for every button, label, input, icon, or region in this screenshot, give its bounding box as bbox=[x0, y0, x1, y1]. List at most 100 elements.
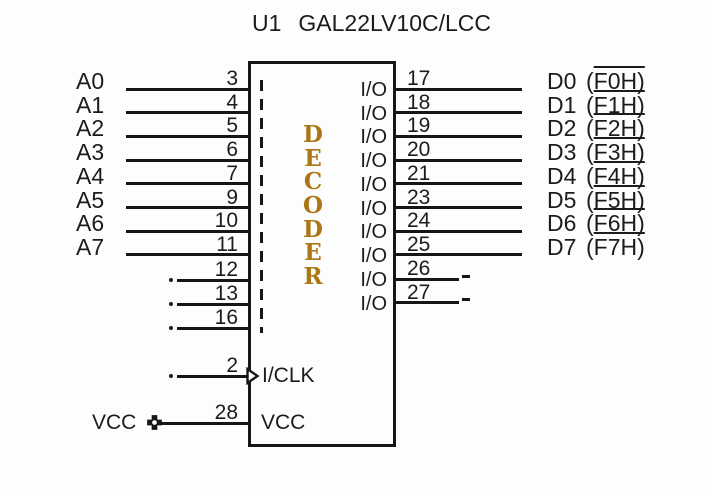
pin-number: 3 bbox=[226, 67, 238, 90]
io-port-label: I/O bbox=[360, 150, 387, 173]
chip-title: U1 GAL22LV10C/LCC bbox=[252, 11, 491, 35]
pin-number: 18 bbox=[407, 90, 431, 114]
pin-number: 10 bbox=[214, 209, 238, 233]
pin-number: 11 bbox=[216, 232, 238, 256]
output-address-label: (F2H) bbox=[586, 115, 645, 142]
output-label: D6 bbox=[547, 210, 577, 237]
decoder-letter: D bbox=[303, 215, 323, 243]
decoder-letter: E bbox=[304, 239, 322, 267]
output-address-label: (F6H) bbox=[586, 210, 645, 237]
output-pin-wire bbox=[396, 253, 522, 257]
reference-designator: U1 bbox=[252, 10, 282, 36]
address-input-label: A4 bbox=[76, 162, 105, 189]
no-connect-dot bbox=[168, 326, 173, 330]
pin-number: 24 bbox=[407, 209, 431, 233]
output-label: D7 bbox=[547, 233, 577, 260]
io-port-label: I/O bbox=[360, 79, 387, 101]
pin-number: 12 bbox=[214, 258, 238, 281]
io-port-label: I/O bbox=[360, 126, 387, 149]
vcc-net-label: VCC bbox=[92, 411, 137, 434]
input-pin-wire bbox=[126, 229, 248, 233]
pin-number: 7 bbox=[226, 161, 238, 185]
address-input-label: A2 bbox=[76, 115, 105, 142]
address-input-label: A5 bbox=[76, 186, 105, 213]
output-pin-wire bbox=[396, 87, 522, 91]
io-port-label: I/O bbox=[360, 244, 387, 267]
io-port-label: I/O bbox=[360, 173, 387, 196]
pin-number: 19 bbox=[407, 114, 431, 138]
no-connect-dot bbox=[168, 374, 173, 378]
clock-pin-wire bbox=[177, 374, 248, 378]
output-label: D1 bbox=[547, 91, 577, 118]
input-pin-wire bbox=[177, 326, 248, 330]
output-pin-wire bbox=[396, 277, 459, 281]
vcc-power-icon bbox=[147, 415, 162, 430]
output-pin-wire bbox=[396, 301, 459, 305]
output-pin-wire bbox=[396, 182, 522, 186]
output-pin-wire bbox=[396, 111, 522, 115]
vcc-port-label: VCC bbox=[261, 411, 306, 434]
decoder-letter: R bbox=[303, 263, 323, 291]
output-pin-wire bbox=[396, 229, 522, 233]
pin-number: 26 bbox=[407, 257, 431, 280]
pin-number: 5 bbox=[226, 114, 238, 138]
output-label: D3 bbox=[547, 139, 577, 166]
active-low-overline: F7H) bbox=[593, 233, 645, 260]
output-address-label: (F1H) bbox=[586, 91, 645, 118]
address-input-label: A3 bbox=[76, 139, 105, 166]
io-port-label: I/O bbox=[360, 221, 387, 244]
input-pin-wire bbox=[177, 278, 248, 282]
active-low-overline: F6H) bbox=[593, 210, 645, 237]
input-pin-wire bbox=[126, 206, 248, 209]
no-connect-dot bbox=[168, 302, 173, 306]
input-pin-wire bbox=[126, 158, 248, 162]
input-pin-wire bbox=[126, 111, 248, 115]
pin-number: 6 bbox=[226, 138, 238, 162]
output-address-label: (F0H) bbox=[586, 68, 645, 94]
part-number: GAL22LV10C/LCC bbox=[298, 10, 492, 36]
internal-input-dashed-line bbox=[260, 80, 263, 333]
pin-number: 21 bbox=[407, 161, 431, 185]
pin-number: 23 bbox=[407, 185, 431, 209]
input-pin-wire bbox=[126, 87, 248, 91]
address-input-label: A1 bbox=[76, 91, 105, 118]
no-connect-dash bbox=[462, 298, 470, 302]
output-address-label: (F3H) bbox=[586, 139, 645, 166]
pin-number: 27 bbox=[407, 280, 431, 304]
pin-number: 4 bbox=[226, 90, 238, 114]
address-input-label: A6 bbox=[76, 210, 105, 237]
decoder-letter: C bbox=[303, 168, 323, 196]
output-label: D0 bbox=[547, 68, 577, 94]
input-pin-wire bbox=[126, 134, 248, 138]
pin-number: 2 bbox=[226, 354, 238, 377]
address-input-label: A0 bbox=[76, 68, 105, 94]
active-low-overline: F4H) bbox=[593, 162, 645, 189]
pin-number: 13 bbox=[214, 282, 238, 305]
address-input-label: A7 bbox=[76, 233, 105, 260]
pin-number: 20 bbox=[407, 138, 431, 162]
clk-port-label: I/CLK bbox=[262, 364, 315, 387]
active-low-overline: F5H) bbox=[593, 186, 645, 213]
output-address-label: (F4H) bbox=[586, 162, 645, 189]
active-low-overline: F2H) bbox=[593, 115, 645, 142]
io-port-label: I/O bbox=[360, 269, 387, 291]
output-pin-wire bbox=[396, 134, 522, 138]
io-port-label: I/O bbox=[360, 102, 387, 125]
input-pin-wire bbox=[177, 302, 248, 306]
decoder-letter: D bbox=[303, 121, 323, 148]
active-low-overline: F3H) bbox=[593, 139, 645, 166]
io-port-label: I/O bbox=[360, 292, 387, 315]
no-connect-dot bbox=[168, 278, 173, 282]
vcc-pin-wire bbox=[161, 421, 248, 425]
output-label: D4 bbox=[547, 162, 577, 189]
no-connect-dash bbox=[462, 274, 470, 278]
pin-number: 28 bbox=[214, 401, 238, 424]
input-pin-wire bbox=[126, 182, 248, 186]
output-pin-wire bbox=[396, 206, 522, 209]
chip-body bbox=[248, 61, 396, 447]
output-label: D2 bbox=[547, 115, 577, 142]
active-low-overline: F0H) bbox=[593, 68, 645, 94]
decoder-letter: O bbox=[302, 192, 324, 220]
